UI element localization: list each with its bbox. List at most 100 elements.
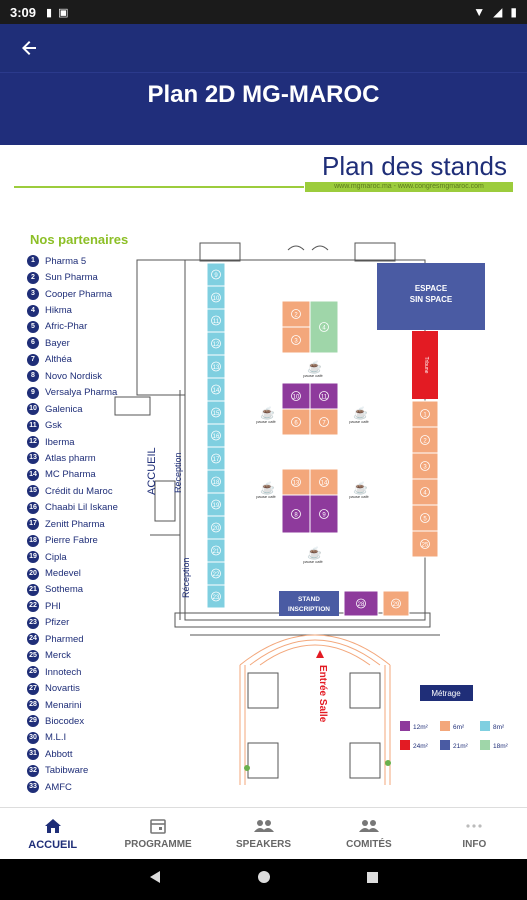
partner-number: 23 <box>27 616 39 629</box>
stand-tribune <box>412 331 438 399</box>
nav-accueil[interactable]: ACCUEIL <box>0 808 105 859</box>
partner-name: PHI <box>45 600 61 612</box>
stand-left-10-number: 10 <box>213 296 220 302</box>
partner-name: Althéa <box>45 354 72 366</box>
legend-label: 12m² <box>413 724 429 731</box>
battery-icon: ▮ <box>510 5 517 19</box>
partner-name: MC Pharma <box>45 469 96 481</box>
partner-number: 5 <box>27 320 39 333</box>
coffee-icon: ☕ <box>353 480 368 495</box>
people-icon <box>253 817 274 835</box>
stand-center-9-marker <box>319 509 329 519</box>
partner-name: Pierre Fabre <box>45 535 98 547</box>
app-bar <box>0 24 527 72</box>
recents-square-icon[interactable] <box>366 871 379 889</box>
home-circle-icon[interactable] <box>257 870 271 889</box>
nav-info[interactable]: INFO <box>422 808 527 859</box>
stand-center-4 <box>309 300 339 354</box>
stand-left-21-number: 21 <box>213 549 220 555</box>
stand-left-21-marker <box>211 545 221 556</box>
partner-number: 27 <box>27 682 39 695</box>
partner-number: 26 <box>27 666 39 679</box>
partner-number: 13 <box>27 452 39 465</box>
partner-name: AMFC <box>45 781 72 793</box>
floor-plan-view[interactable]: Plan des stands www.mgmaroc.ma - www.con… <box>0 145 527 807</box>
partner-item: 22 PHI <box>27 598 118 614</box>
partner-name: Abbott <box>45 748 73 760</box>
notification-icon: ▮ <box>46 6 53 19</box>
stand-left-12-number: 12 <box>213 342 220 348</box>
stand-right-2-number: 2 <box>423 438 427 444</box>
partner-number: 28 <box>27 699 39 712</box>
entry-arrow <box>316 650 324 658</box>
stand-center-11 <box>309 382 339 410</box>
stand-left-22-number: 22 <box>213 572 220 578</box>
back-triangle-icon[interactable] <box>148 870 162 889</box>
stand-center-11-marker <box>319 391 329 401</box>
partner-name: Sothema <box>45 584 84 596</box>
stand-left-22-marker <box>211 568 221 579</box>
stand-center-7-marker <box>319 417 329 427</box>
nav-programme[interactable]: PROGRAMME <box>105 808 210 859</box>
website-banner: www.mgmaroc.ma - www.congresmgmaroc.com <box>305 182 513 192</box>
legend-swatch <box>440 740 450 750</box>
wifi-icon: ▼ <box>473 5 486 19</box>
stand-left-14-marker <box>211 384 221 395</box>
stand-left-12-marker <box>211 338 221 349</box>
stand-center-10-number: 10 <box>293 394 300 400</box>
partner-name: Novo Nordisk <box>45 370 103 382</box>
partner-number: 33 <box>27 781 39 794</box>
nav-comites[interactable]: COMITÉS <box>316 808 421 859</box>
stand-center-13-marker <box>291 477 301 487</box>
stand-right-5-marker <box>420 513 430 523</box>
stand-center-29-marker <box>391 598 401 609</box>
more-icon <box>464 817 484 835</box>
stand-left-9-marker <box>211 269 221 280</box>
back-arrow-icon[interactable] <box>16 34 44 62</box>
legend-label: 6m² <box>453 724 465 731</box>
partner-number: 22 <box>27 600 39 613</box>
stand-center-4-number: 4 <box>322 325 326 331</box>
stand-left-11-number: 11 <box>213 319 220 325</box>
stand-center-14-marker <box>319 477 329 487</box>
partner-name: Novartis <box>45 683 80 695</box>
partner-number: 6 <box>27 337 39 350</box>
nav-label: COMITÉS <box>346 839 392 850</box>
heading-divider <box>14 186 304 188</box>
reception-label-2: Réception <box>181 557 191 598</box>
calendar-icon <box>148 817 168 835</box>
stand-center-11-number: 11 <box>321 394 328 400</box>
partner-number: 17 <box>27 518 39 531</box>
stand-left-23-marker <box>211 591 221 602</box>
nav-label: SPEAKERS <box>236 839 292 850</box>
partner-name: Tabibware <box>45 765 89 777</box>
espace-sin-space <box>377 263 485 330</box>
partner-number: 2 <box>27 271 39 284</box>
nav-speakers[interactable]: SPEAKERS <box>211 808 316 859</box>
reception-label-1: Réception <box>173 452 183 493</box>
stand-left-17-marker <box>211 453 221 464</box>
partner-name: Pharma 5 <box>45 255 87 267</box>
stand-center-7-number: 7 <box>322 420 326 426</box>
nav-label: ACCUEIL <box>28 838 78 851</box>
